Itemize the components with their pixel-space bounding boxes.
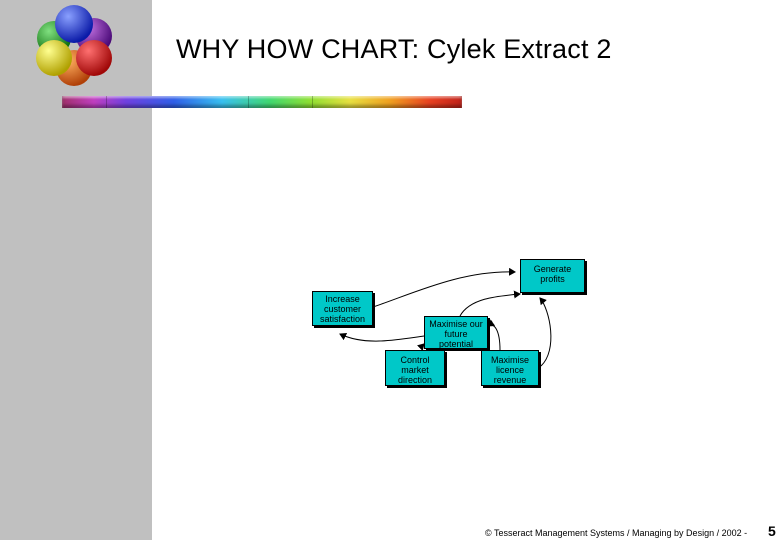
slide-title: WHY HOW CHART: Cylek Extract 2 bbox=[176, 34, 612, 64]
node-control-market-direction: Control market direction bbox=[385, 350, 445, 386]
left-sidebar-band bbox=[0, 0, 152, 540]
node-maximise-future-potential: Maximise our future potential bbox=[424, 316, 488, 349]
slide-footer: © Tesseract Management Systems / Managin… bbox=[485, 528, 748, 538]
node-generate-profits: Generate profits bbox=[520, 259, 585, 293]
connector-licence-to-profits bbox=[539, 297, 552, 367]
page-number: 5 bbox=[768, 523, 776, 539]
connector-potential-to-satisfaction bbox=[339, 332, 425, 342]
rainbow-divider-icon bbox=[62, 96, 462, 108]
node-maximise-licence-revenue: Maximise licence revenue bbox=[481, 350, 539, 386]
connector-potential-to-profits bbox=[459, 290, 521, 317]
connector-licence-to-potential bbox=[487, 319, 501, 351]
node-increase-customer-satisfaction: Increase customer satisfaction bbox=[312, 291, 373, 326]
connector-satisfaction-to-profits bbox=[369, 267, 516, 309]
colored-spheres-logo-icon bbox=[36, 5, 112, 86]
